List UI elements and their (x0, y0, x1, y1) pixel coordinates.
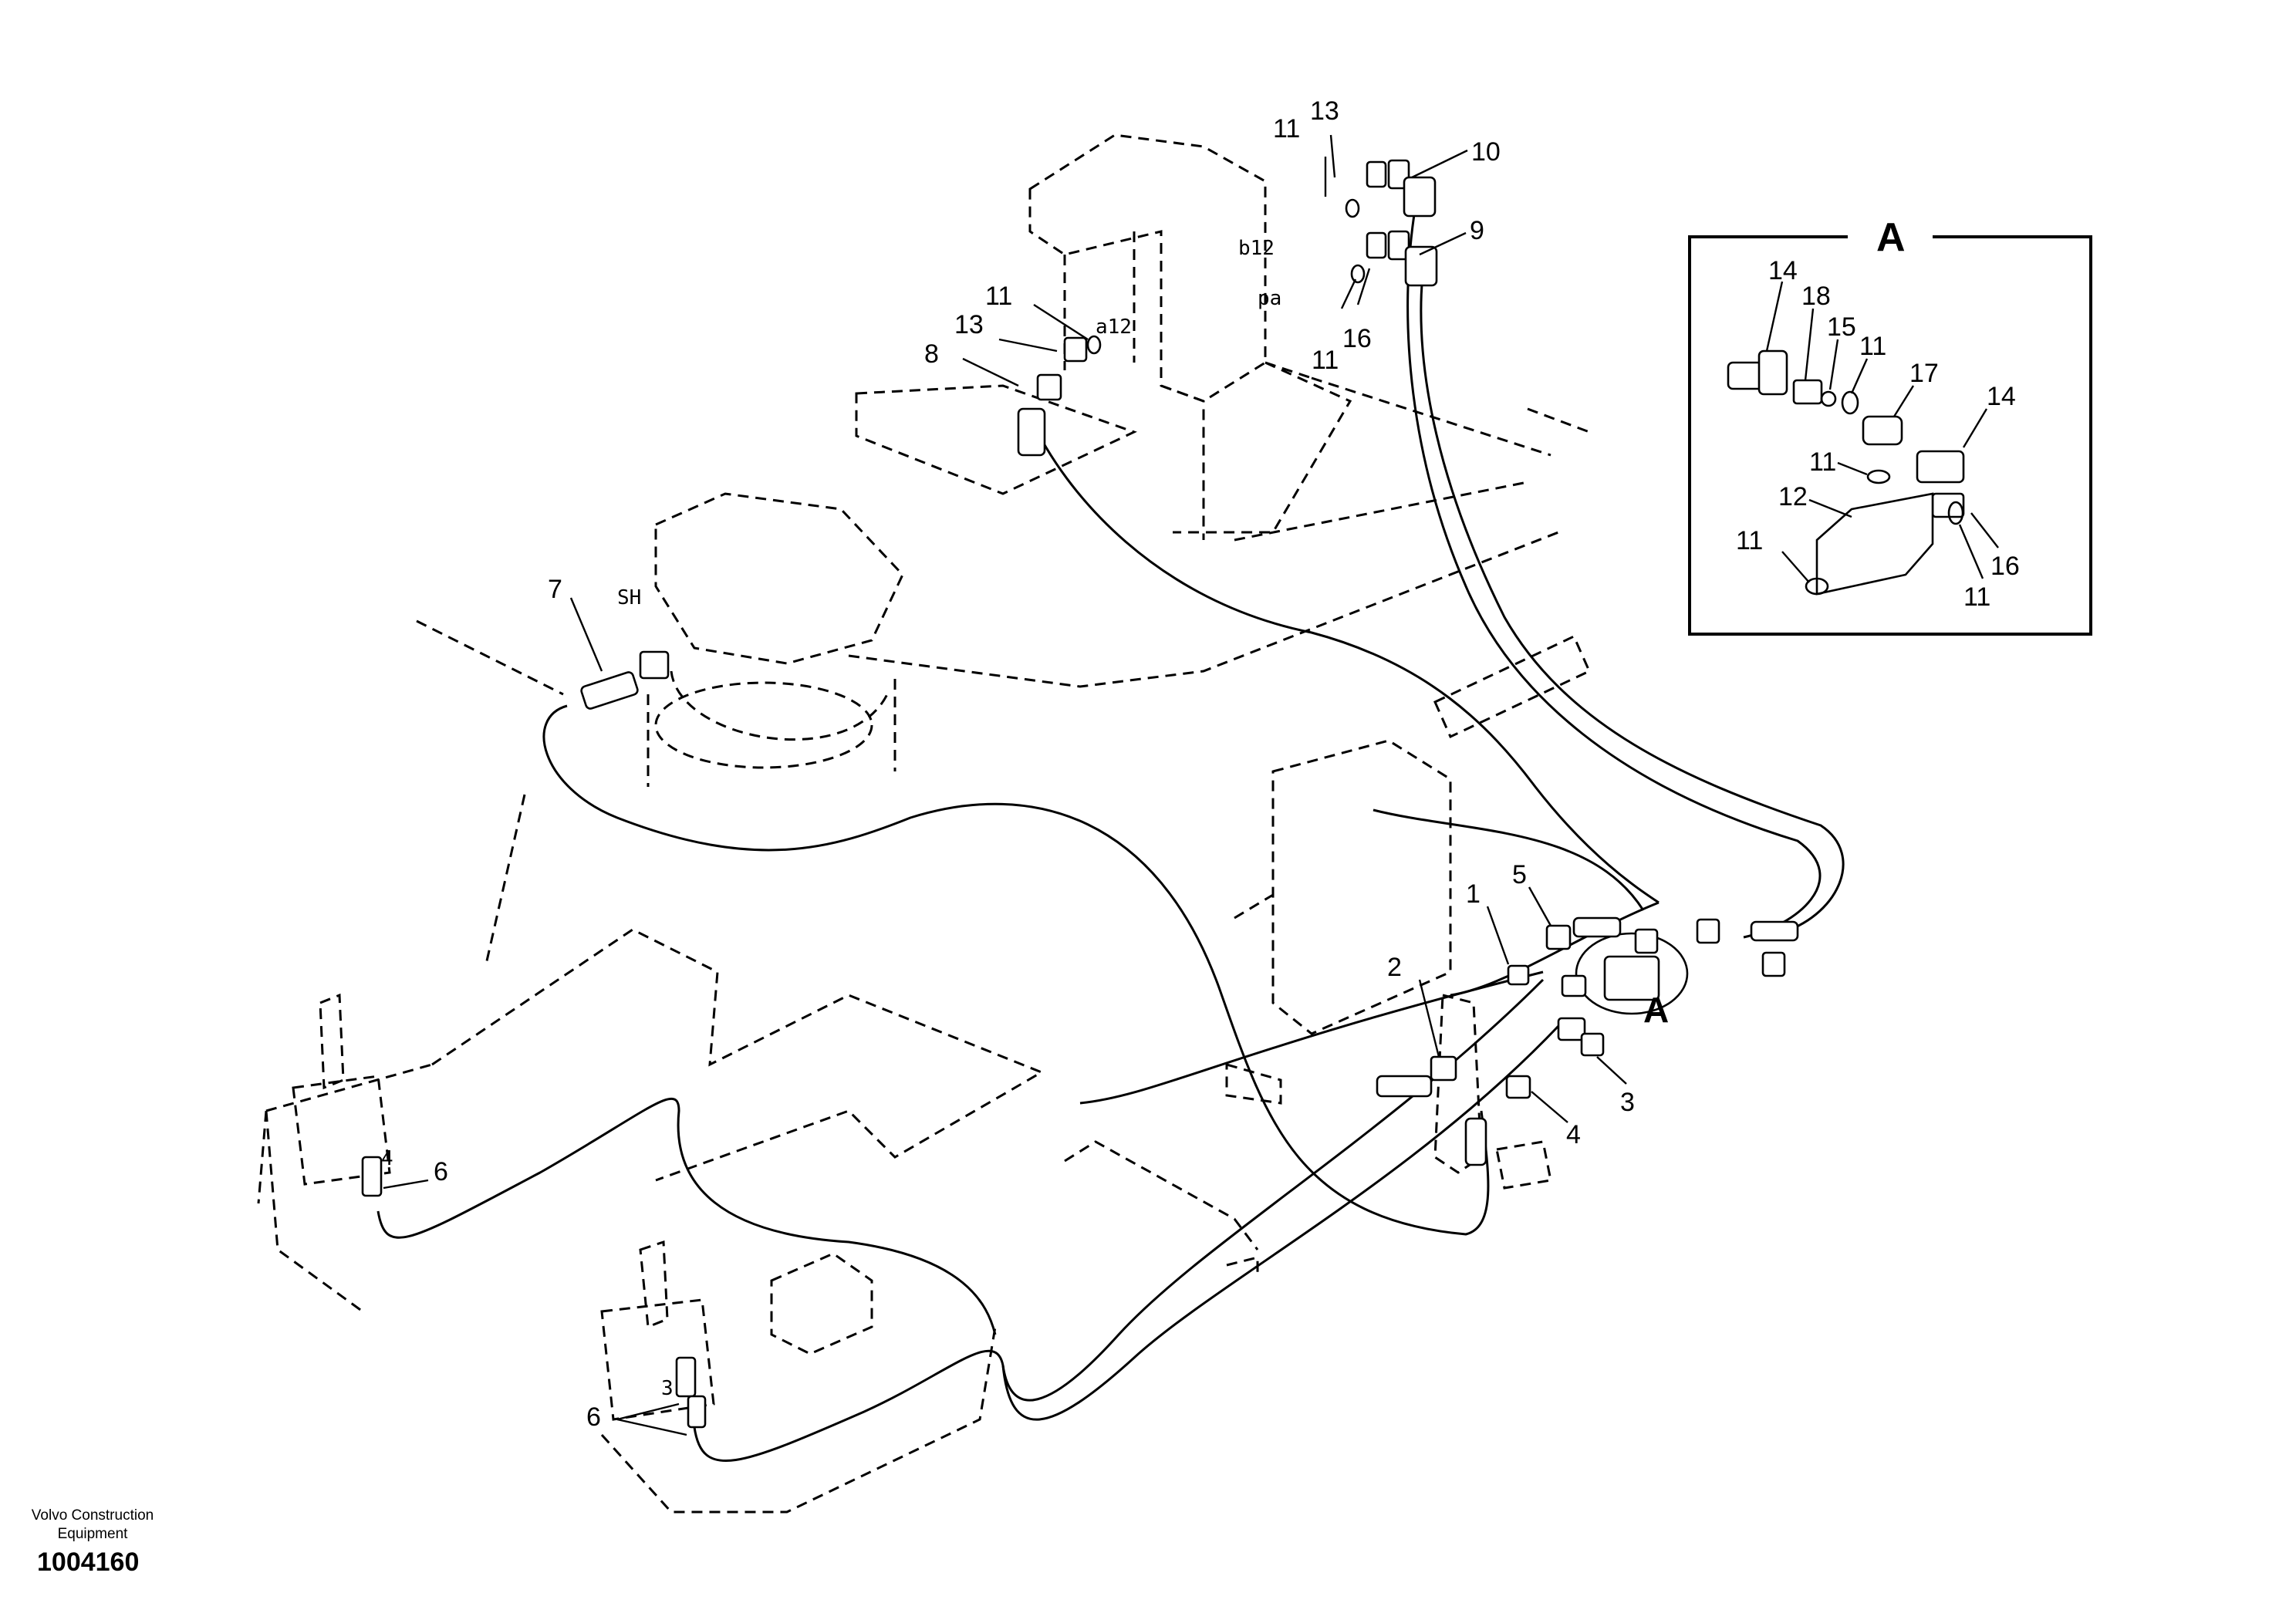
detail-title: A (1876, 215, 1906, 260)
company-line-1: Volvo Construction (31, 1507, 154, 1524)
phantom-outlines (257, 133, 1591, 1514)
hose-6-left (376, 1097, 997, 1335)
company-line-2: Equipment (57, 1526, 128, 1542)
hose-9-10 (1406, 204, 1822, 939)
hose-7 (542, 704, 1490, 1236)
callout-13-top: 13 (1310, 96, 1339, 126)
port-label-sh: SH (617, 586, 641, 609)
port-label-3: 3 (661, 1377, 674, 1400)
detail-callout-17: 17 (1909, 359, 1939, 388)
port-label-4: 4 (381, 1147, 393, 1170)
detail-callout-11-b: 11 (1809, 447, 1836, 477)
hose-8 (1028, 416, 1660, 904)
callout-2: 2 (1387, 953, 1402, 982)
callout-10: 10 (1471, 137, 1501, 167)
company-name: Volvo Construction Equipment (23, 1507, 162, 1544)
callout-1: 1 (1466, 879, 1481, 909)
detail-callout-11-a: 11 (1859, 332, 1886, 361)
document-number: 1004160 (37, 1547, 140, 1577)
detail-callout-14-right: 14 (1987, 382, 2016, 411)
hose-6-right (693, 978, 1545, 1463)
detail-callout-11-c: 11 (1736, 526, 1763, 555)
detail-box-a (1688, 224, 2092, 636)
callout-11-left: 11 (985, 282, 1012, 311)
callout-11-mid: 11 (1312, 346, 1339, 375)
detail-callout-16: 16 (1990, 552, 2020, 581)
detail-callout-11-d: 11 (1963, 582, 1990, 612)
callout-A-marker: A (1643, 990, 1669, 1030)
callout-13-left: 13 (954, 310, 984, 339)
callout-8: 8 (924, 339, 939, 369)
port-label-a12: a12 (1096, 316, 1132, 339)
callout-6-bottom: 6 (586, 1402, 601, 1432)
callout-5: 5 (1512, 860, 1527, 889)
hoses (376, 204, 1845, 1463)
detail-callout-12: 12 (1778, 482, 1808, 511)
callout-6-left: 6 (434, 1157, 448, 1186)
callout-4: 4 (1566, 1120, 1581, 1149)
fittings (361, 159, 1799, 1429)
detail-callout-18: 18 (1801, 282, 1831, 311)
detail-callout-14-left: 14 (1768, 256, 1798, 285)
leader-lines (383, 134, 1627, 1436)
callout-7: 7 (548, 575, 562, 604)
callout-16: 16 (1342, 324, 1372, 353)
callout-9: 9 (1470, 216, 1484, 245)
port-label-pa: pa (1258, 287, 1281, 310)
port-label-b12: b12 (1238, 237, 1275, 260)
callout-3: 3 (1620, 1088, 1635, 1117)
callout-11-top: 11 (1273, 114, 1300, 143)
detail-callout-15: 15 (1827, 312, 1856, 342)
